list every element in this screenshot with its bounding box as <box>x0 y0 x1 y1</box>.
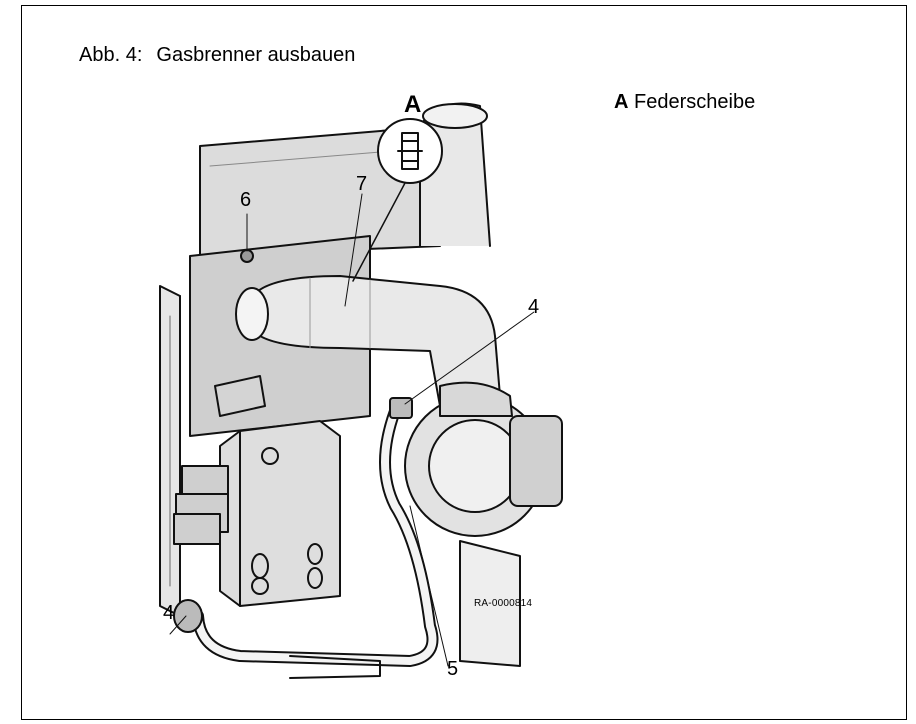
legend-text: Federscheibe <box>634 91 756 113</box>
caption-title: Gasbrenner ausbauen <box>156 44 356 66</box>
callout-4-left: 4 <box>163 602 175 624</box>
gas-burner-illustration <box>159 102 563 679</box>
callout-6: 6 <box>240 189 252 211</box>
callout-5: 5 <box>447 658 459 680</box>
callout-7: 7 <box>356 173 368 195</box>
callout-4-right: 4 <box>528 296 540 318</box>
drawing-code: RA-0000814 <box>474 598 533 609</box>
caption-number: Abb. 4: <box>79 44 143 66</box>
figure-caption: Abb. 4: Gasbrenner ausbauen <box>79 44 355 67</box>
callout-A: A <box>404 91 422 118</box>
legend-entry: A Federscheibe <box>614 91 755 114</box>
legend-key: A <box>614 91 629 113</box>
